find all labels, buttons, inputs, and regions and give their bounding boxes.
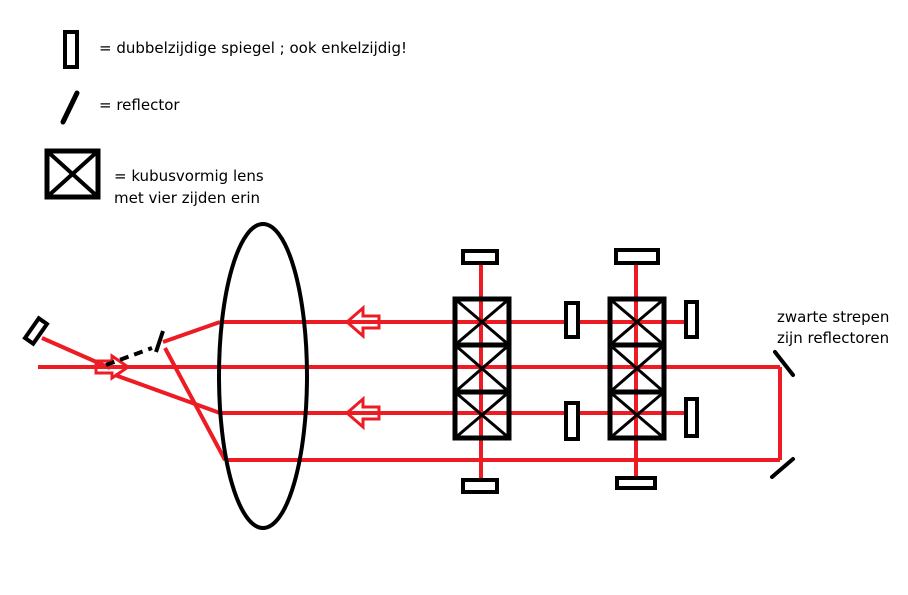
reflector-icon — [60, 90, 80, 125]
mirror-mid-upper — [564, 301, 580, 339]
legend-cube-text: = kubusvormig lens — [114, 167, 264, 185]
beam-reflector-lower — [163, 347, 227, 461]
mirror-top-2 — [614, 248, 660, 265]
annotation-line-2: zijn reflectoren — [777, 329, 890, 347]
reflector-small — [154, 330, 165, 353]
cube-lens-icon — [44, 148, 101, 200]
mirror-top-1 — [461, 249, 499, 265]
cube-stack-2 — [607, 296, 667, 441]
cube-stack-1 — [452, 296, 512, 441]
mirror-right-upper — [684, 300, 699, 339]
mirror-right-lower — [684, 397, 699, 438]
lens — [217, 222, 309, 530]
reflector-right-bottom — [770, 457, 795, 479]
arrow-icon-upper — [344, 304, 381, 340]
legend-cube-text-2: met vier zijden erin — [114, 189, 261, 207]
mirror-mid-lower — [564, 401, 580, 441]
beam-to-lower — [114, 373, 221, 415]
mirror-icon — [63, 30, 79, 69]
reflector-right-top — [773, 350, 795, 377]
source-mirror — [22, 315, 50, 347]
legend-reflector-text: = reflector — [99, 96, 180, 114]
beam-reflector-upper — [162, 320, 221, 344]
mirror-bottom-1 — [461, 478, 499, 494]
beam-mirror-diag — [41, 336, 111, 370]
arrow-icon-source — [94, 353, 131, 381]
annotation-line-1: zwarte strepen — [777, 308, 890, 326]
laser-beams — [38, 265, 782, 478]
arrow-icon-lower — [344, 395, 381, 431]
dashed-path — [105, 346, 153, 367]
legend-mirror-text: = dubbelzijdige spiegel ; ook enkelzijdi… — [99, 39, 407, 57]
mirrors — [461, 248, 699, 494]
mirror-bottom-2 — [615, 476, 657, 490]
